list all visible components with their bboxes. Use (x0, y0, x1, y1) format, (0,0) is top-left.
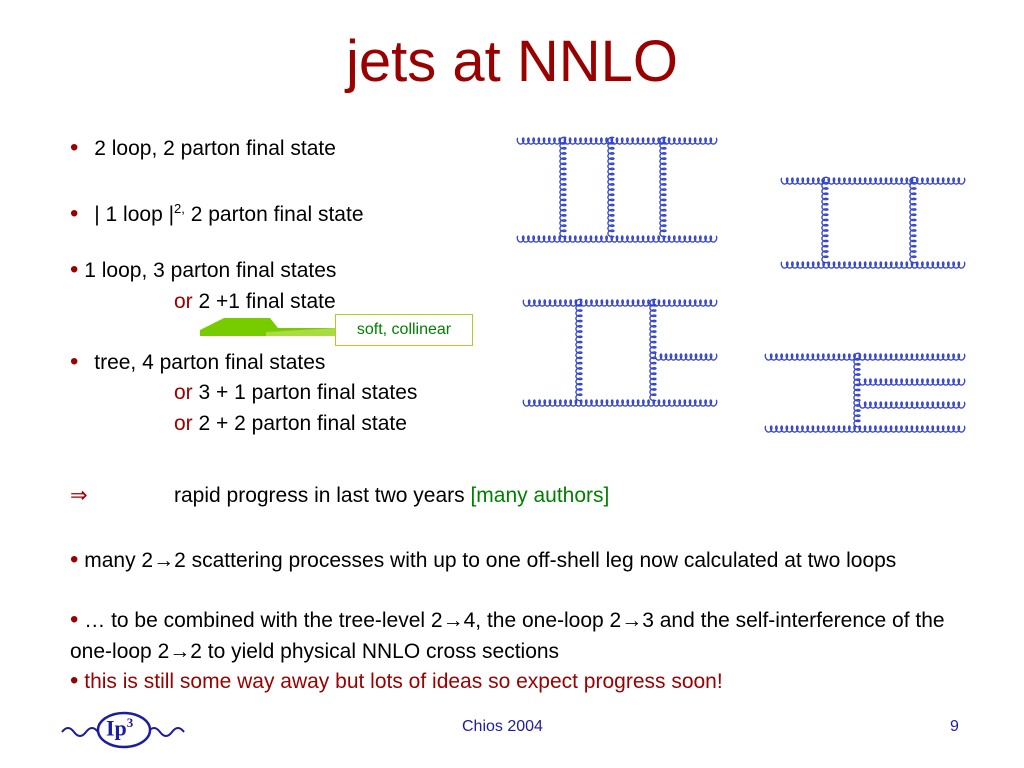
feynman-diagram-tree-four-parton (764, 352, 966, 433)
page-number: 9 (950, 718, 959, 735)
gluon-line (659, 136, 667, 238)
gluon-line (853, 352, 861, 428)
gluon-line (764, 353, 966, 361)
note-progress-soon: • this is still some way away but lots o… (70, 665, 950, 697)
bullet-item-one-loop-squared: • | 1 loop |2, 2 parton final state (70, 197, 364, 227)
gluon-line (821, 176, 829, 264)
gluon-coil (516, 235, 718, 243)
note-text: many 2→2 scattering processes with up to… (78, 549, 897, 572)
gluon-coil (858, 378, 966, 386)
note-combined: • … to be combined with the tree-level 2… (70, 604, 950, 667)
gluon-coil (659, 136, 667, 238)
gluon-coil (516, 137, 718, 145)
gluon-line (522, 299, 718, 307)
feynman-diagram-one-loop-three-parton (522, 298, 718, 407)
bullet-icon: • (70, 348, 79, 375)
progress-text: rapid progress in last two years (174, 484, 471, 507)
gluon-line (649, 298, 657, 402)
or-label: or (174, 381, 193, 404)
bullet-text-cont: 2 parton final state (184, 203, 364, 226)
logo-text: Ip (106, 715, 127, 741)
or-label: or (174, 412, 193, 435)
slide-title: jets at NNLO (346, 29, 678, 94)
footer-center-text: Chios 2004 (462, 718, 543, 735)
bullet-icon: • (70, 134, 79, 161)
bullet-text: 1 loop, 3 parton final states (84, 259, 337, 282)
bullet-text: tree, 4 parton final states (94, 351, 326, 374)
gluon-coil (909, 176, 917, 264)
bullet-icon: • (70, 256, 79, 283)
gluon-coil (764, 425, 966, 433)
gluon-coil (780, 261, 966, 269)
bullet-alt-line: or 3 + 1 parton final states (174, 381, 417, 405)
gluon-line (780, 261, 966, 269)
gluon-line (909, 176, 917, 264)
bullet-item-two-loop: • 2 loop, 2 parton final state (70, 136, 336, 161)
gluon-line (575, 298, 583, 402)
gluon-coil (559, 136, 567, 238)
green-arrow-icon (200, 318, 336, 336)
gluon-coil (649, 298, 657, 402)
progress-line: rapid progress in last two years [many a… (174, 484, 609, 508)
gluon-coil (858, 401, 966, 409)
superscript: 2, (174, 201, 185, 216)
gluon-line (858, 401, 966, 409)
bullet-text: 2 loop, 2 parton final state (94, 137, 336, 160)
bullet-icon: • (70, 667, 79, 694)
gluon-coil (575, 298, 583, 402)
gluon-coil (853, 352, 861, 428)
gluon-coil (764, 353, 966, 361)
gluon-coil (654, 353, 718, 361)
bullet-alt-line: or 2 + 2 parton final state (174, 412, 407, 436)
logo-sup: 3 (126, 715, 134, 730)
bullet-icon: • (70, 546, 79, 573)
gluon-coil (821, 176, 829, 264)
alt-text: 3 + 1 parton final states (192, 381, 418, 404)
gluon-coil (522, 299, 718, 307)
note-text: this is still some way away but lots of … (78, 670, 723, 693)
ip3-logo (61, 711, 185, 749)
note-calculated: • many 2→2 scattering processes with up … (70, 544, 950, 576)
feynman-diagram-two-loop (516, 136, 718, 243)
alt-text: 2 +1 final state (192, 290, 336, 313)
feynman-diagram-one-loop-squared (780, 176, 966, 269)
gluon-line (516, 235, 718, 243)
gluon-line (522, 399, 718, 407)
gluon-coil (780, 177, 966, 185)
progress-authors: [many authors] (470, 484, 610, 507)
or-label: or (174, 290, 193, 313)
gluon-line (559, 136, 567, 238)
gluon-line (858, 378, 966, 386)
bullet-text: | 1 loop | (94, 203, 175, 226)
bullet-icon: • (70, 200, 79, 227)
implies-icon: ⇒ (70, 484, 88, 507)
gluon-coil (607, 136, 615, 238)
bullet-icon: • (70, 606, 79, 633)
gluon-line (516, 137, 718, 145)
gluon-line (607, 136, 615, 238)
bullet-alt-line: or 2 +1 final state (174, 290, 336, 314)
alt-text: 2 + 2 parton final state (192, 412, 407, 435)
ip3-logo-text: Ip3 (106, 715, 133, 741)
gluon-line (764, 425, 966, 433)
gluon-line (780, 177, 966, 185)
gluon-coil (522, 399, 718, 407)
bullet-item-one-loop-three-parton: • 1 loop, 3 parton final states (70, 258, 336, 283)
gluon-line (654, 353, 718, 361)
soft-collinear-label: soft, collinear (335, 314, 473, 346)
bullet-item-tree-four-parton: • tree, 4 parton final states (70, 350, 325, 375)
note-text: … to be combined with the tree-level 2→4… (70, 609, 945, 663)
